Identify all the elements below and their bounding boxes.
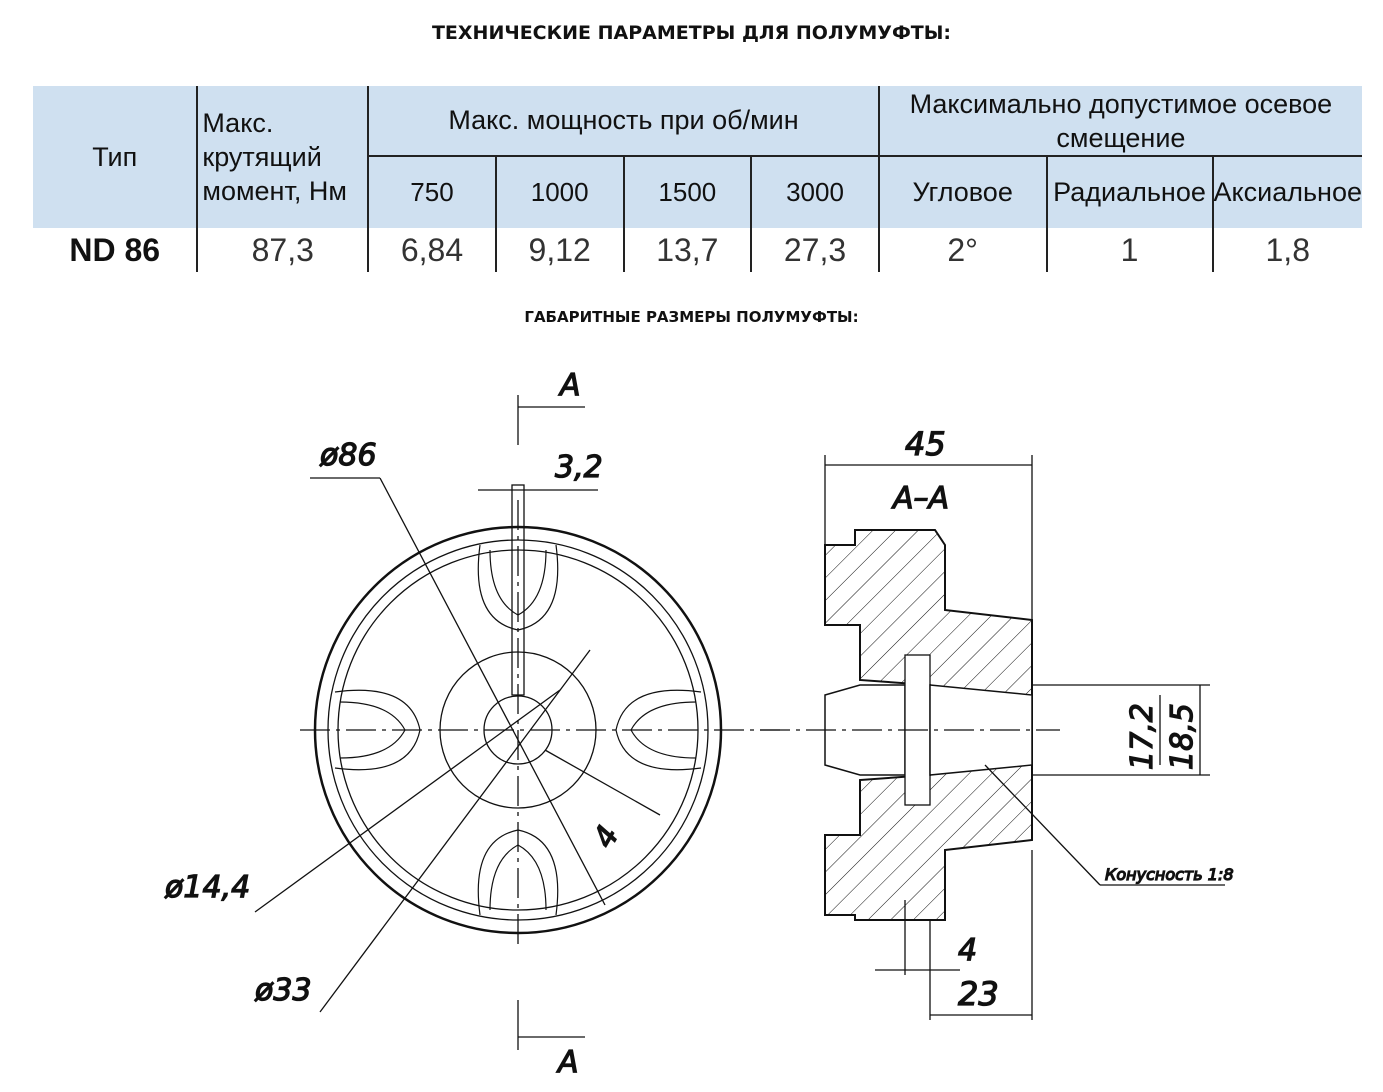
page-title: ТЕХНИЧЕСКИЕ ПАРАМЕТРЫ ДЛЯ ПОЛУМУФТЫ: [431,22,952,44]
cell-torque: 87,3 [196,228,369,272]
header-rpm-3000: 3000 [750,156,879,228]
dim-diameter-33: ø33 [254,973,312,1008]
dim-diameter-86: ø86 [319,438,377,473]
front-view [254,395,780,1050]
cell-axial: 1,8 [1211,228,1362,272]
header-rpm-1500: 1500 [622,156,752,228]
cell-power-1000: 9,12 [494,228,624,272]
taper-note: Конусность 1:8 [1105,865,1234,884]
drawing-title: ГАБАРИТНЫЕ РАЗМЕРЫ ПОЛУМУФТЫ: [524,308,859,326]
section-mark-bottom: А [556,1045,579,1080]
dim-diameter-18-5: 18,5 [1165,703,1200,770]
cell-angular: 2° [877,228,1047,272]
dim-width-3-2: 3,2 [555,450,603,485]
header-offset: Максимально допустимое осевое смещение [877,86,1362,157]
table-row: ND 86 87,3 6,84 9,12 13,7 27,3 2° 1 1,8 [33,228,1362,272]
section-title: А–А [891,481,949,516]
section-mark-top: А [558,368,581,403]
cell-type: ND 86 [69,231,161,268]
dim-length-23: 23 [958,975,999,1013]
header-rpm-750: 750 [367,156,496,228]
header-radial: Радиальное [1045,156,1213,228]
cell-power-1500: 13,7 [622,228,752,272]
cell-radial: 1 [1045,228,1213,272]
section-view [760,455,1225,1020]
header-angular: Угловое [877,156,1047,228]
header-power: Макс. мощность при об/мин [367,86,879,157]
dim-length-4: 4 [958,933,977,968]
header-type: Тип [33,86,198,228]
cell-power-750: 6,84 [367,228,496,272]
dim-length-45: 45 [905,425,946,463]
header-torque: Макс. крутящий момент, Нм [196,86,369,228]
cell-power-3000: 27,3 [750,228,879,272]
parameters-table: Тип Макс. крутящий момент, Нм Макс. мощн… [33,86,1362,272]
technical-drawing: ø86 3,2 ø14,4 ø33 4 А А 45 А–А 17,2 18,5… [163,367,1234,1080]
header-rpm-1000: 1000 [494,156,624,228]
header-axial: Аксиальное [1211,156,1362,228]
dim-diameter-17-2: 17,2 [1125,703,1160,770]
dim-diameter-14-4: ø14,4 [164,870,250,905]
dim-key-4: 4 [587,820,627,854]
